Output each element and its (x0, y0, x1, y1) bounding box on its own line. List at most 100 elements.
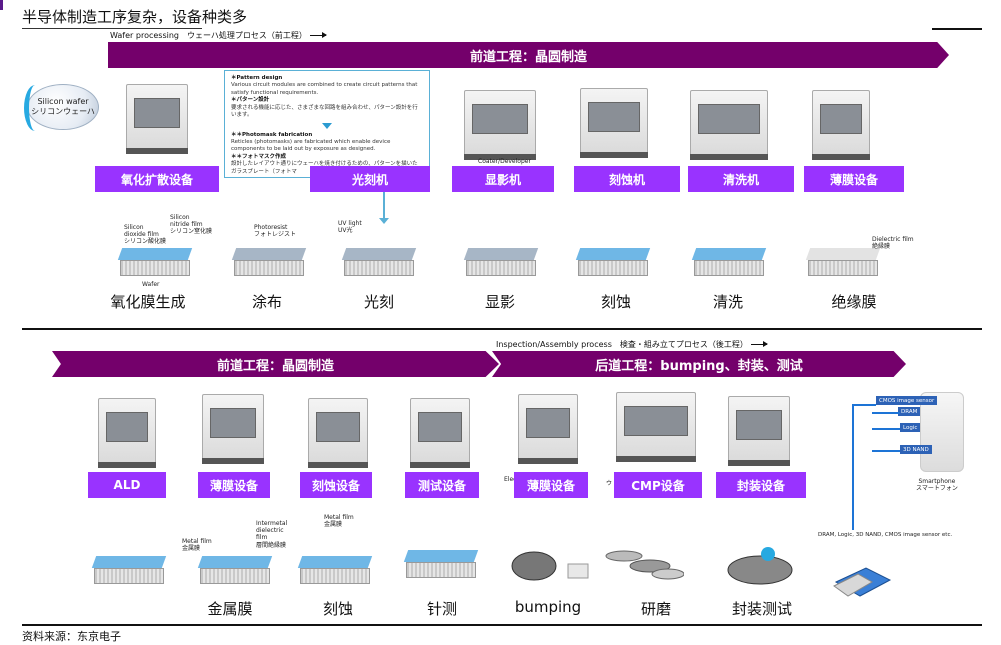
stage-develop (463, 240, 539, 282)
label-test-equipment: 测试设备 (405, 472, 479, 498)
machine-oxidation (120, 78, 194, 154)
popup-line4-title: ＊＊フォトマスク作成 (231, 153, 287, 160)
label-cmp: CMP设备 (614, 472, 702, 498)
note-elec: Elec (504, 476, 517, 483)
popup-line3: Reticles (photomasks) are fabricated whi… (231, 138, 391, 153)
arrow-icon (750, 341, 768, 347)
stage-metal-etch (197, 548, 273, 590)
source-note: 资料来源：东京电子 (22, 630, 121, 643)
stage-dielectric (805, 240, 881, 282)
label-ald: ALD (88, 472, 166, 498)
machine-packaging (722, 390, 796, 466)
arrow-icon (309, 32, 327, 38)
label-thin-film-3: 薄膜设备 (514, 472, 588, 498)
label-oxidation-diffusion: 氧化扩散设备 (95, 166, 219, 192)
step-exposure: 光刻 (363, 293, 394, 311)
label-etch-equipment: 刻蚀设备 (300, 472, 372, 498)
tag-3d-nand: 3D NAND (900, 445, 932, 454)
machine-cleaning (684, 84, 774, 160)
smartphone-image (920, 392, 964, 472)
stage-coat (231, 240, 307, 282)
chip-package-icon (833, 567, 892, 597)
connector-h3 (872, 428, 900, 430)
connector-h1 (852, 404, 876, 406)
stage-expose (341, 240, 417, 282)
stage-metal (91, 548, 167, 590)
label-thin-film-2: 薄膜设备 (198, 472, 270, 498)
step-coating: 涂布 (251, 293, 282, 311)
note-vu: ウ (606, 480, 613, 487)
caption-inspection-text: Inspection/Assembly process 検査・組み立てプロセス（… (496, 340, 748, 349)
package-test-icon (727, 547, 793, 585)
footer-rule (22, 624, 982, 626)
wafer-label-en: Silicon wafer (37, 96, 89, 106)
step-clean: 清洗 (712, 293, 743, 311)
grinding-icon (605, 550, 684, 580)
banner-front-end-2: 前道工程：晶圆制造 (52, 351, 499, 377)
banner-back-end: 后道工程：bumping、封装、测试 (492, 351, 906, 377)
step-probe-test: 针测 (426, 600, 457, 618)
machine-etch (574, 82, 654, 158)
label-thin-film: 薄膜设备 (804, 166, 904, 192)
machine-thin-film-3 (512, 388, 584, 464)
title-underline (22, 28, 202, 29)
silicon-wafer-disc: Silicon wafer シリコンウェーハ (24, 84, 99, 131)
machine-thin-film-2 (196, 388, 270, 464)
step-develop: 显影 (484, 293, 515, 311)
popup-line1-title: ＊Pattern design (231, 75, 283, 81)
step-etch: 刻蚀 (600, 293, 631, 311)
coater-developer-caption: Coater/Developer (478, 158, 531, 165)
stage-oxide (117, 240, 193, 282)
wafer-edge-decoration (24, 85, 46, 131)
section-divider (22, 328, 982, 330)
label-etcher: 刻蚀机 (574, 166, 680, 192)
popup-line2: 要求される機能に応じた、さまざまな回路を組み合わせ、パターン設計を行います。 (231, 104, 418, 119)
label-lithography: 光刻机 (310, 166, 430, 192)
caption-wafer-processing: Wafer processing ウェーハ処理プロセス（前工程） (110, 30, 327, 41)
connector-vertical (852, 404, 854, 530)
machine-coater-developer (458, 84, 542, 160)
machine-ald (92, 392, 162, 468)
top-right-rule (932, 28, 982, 30)
bumping-wafer-icon (511, 551, 589, 581)
tag-dram: DRAM (898, 407, 921, 416)
chip-caption: DRAM, Logic, 3D NAND, CMOS image sensor … (818, 532, 953, 538)
machine-deposition (806, 84, 876, 160)
stage-clean (691, 240, 767, 282)
title-marker (0, 0, 3, 10)
stage-etch (575, 240, 651, 282)
label-cleaner: 清洗机 (688, 166, 794, 192)
caption-inspection-assembly: Inspection/Assembly process 検査・組み立てプロセス（… (496, 339, 768, 350)
step-grinding: 研磨 (640, 600, 671, 618)
step-package-test: 封装测试 (731, 600, 792, 618)
banner-front-end-1: 前道工程：晶圆制造 (108, 42, 949, 68)
label-developer: 显影机 (452, 166, 554, 192)
machine-test (404, 392, 476, 468)
step-metal-film: 金属膜 (207, 600, 253, 618)
pattern-design-popup: ＊Pattern design Various circuit modules … (224, 70, 430, 178)
caption-wafer-processing-text: Wafer processing ウェーハ処理プロセス（前工程） (110, 31, 307, 40)
connector-h2 (872, 412, 900, 414)
stage-probe (403, 542, 479, 584)
machine-etch-2 (302, 392, 374, 468)
step-etch-2: 刻蚀 (322, 600, 353, 618)
connector-h4 (872, 450, 900, 452)
stage-multilayer (297, 548, 373, 590)
tag-cmos: CMOS image sensor (876, 396, 938, 405)
tag-logic: Logic (900, 423, 921, 432)
down-arrow-icon (322, 122, 332, 129)
note-wafer: Wafer (142, 281, 160, 288)
step-oxide-formation: 氧化膜生成 (110, 293, 186, 311)
label-packaging: 封装设备 (716, 472, 806, 498)
popup-line1: Various circuit modules are combined to … (231, 82, 418, 96)
uv-down-arrow (383, 192, 385, 220)
popup-line2-title: ＊パターン設計 (231, 97, 270, 104)
step-bumping: bumping (514, 598, 582, 616)
